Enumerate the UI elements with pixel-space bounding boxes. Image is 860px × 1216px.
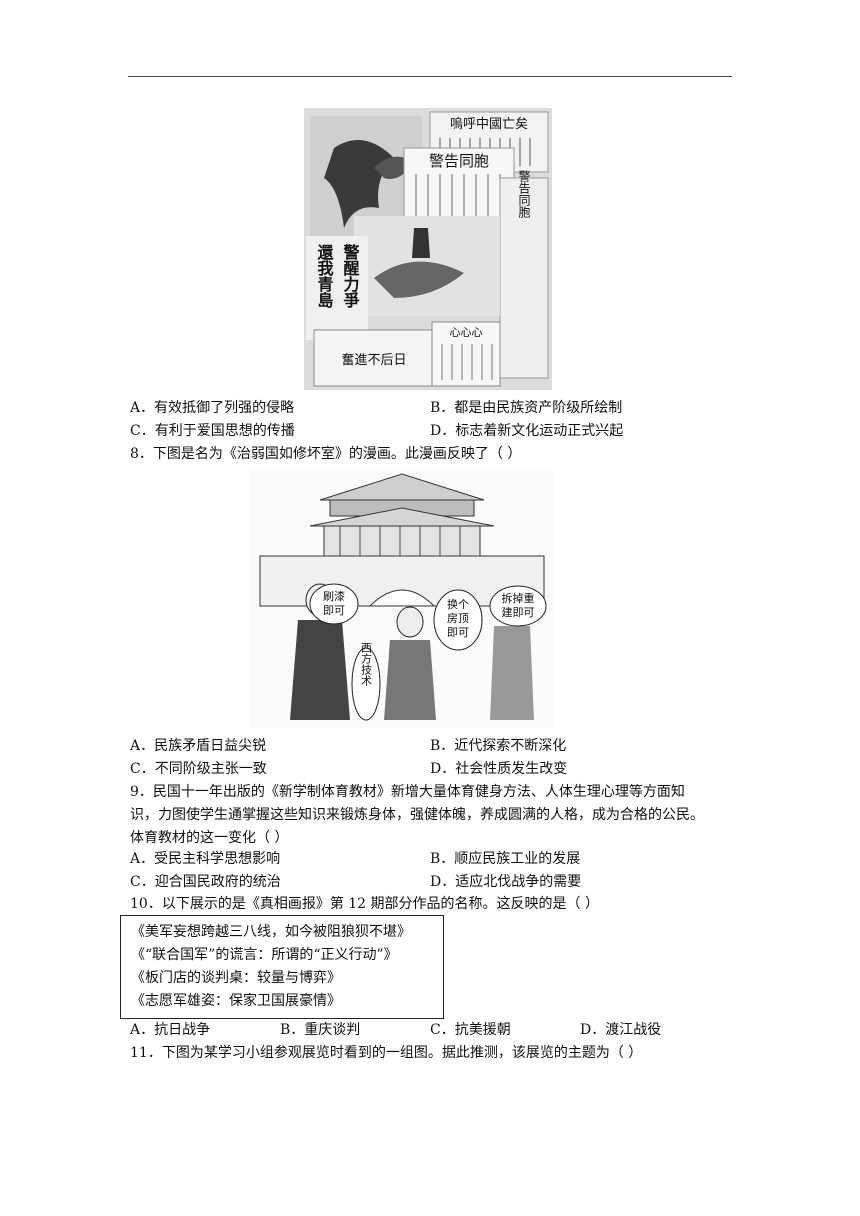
cartoon-repair-house: 刷漆 即可 换个 房顶 即可 拆掉重 建即可 西方技术 [250,470,554,728]
bubble-rebuild-1: 拆掉重 [502,591,535,605]
q10-option-b[interactable]: B．重庆谈判 [280,1022,361,1038]
q10-title-1: 《美军妄想跨越三八线，如今被阻狼狈不堪》 [131,924,411,940]
clipping-title-7: 心心心 [450,326,483,339]
bubble-new-roof-3: 即可 [447,626,469,639]
q8-option-a[interactable]: A．民族矛盾日益尖锐 [130,738,267,754]
q10-option-a[interactable]: A．抗日战争 [130,1022,211,1038]
q7-option-b[interactable]: B．都是由民族资产阶级所绘制 [430,400,623,416]
q9-stem-line-3: 体育教材的这一变化（ ） [130,830,289,846]
q9-stem-line-2: 识，力图使学生通掌握这些知识来锻炼身体，强健体魄，养成圆满的人格，成为合格的公民… [130,807,704,823]
q8-option-c[interactable]: C．不同阶级主张一致 [130,761,267,777]
bubble-rebuild-2: 建即可 [502,605,535,619]
header-rule [128,76,732,77]
q10-option-c[interactable]: C．抗美援朝 [430,1022,511,1038]
q10-title-2: 《“联合国军”的谎言：所谓的“正义行动”》 [131,947,398,963]
q10-titles-box: 《美军妄想跨越三八线，如今被阻狼狈不堪》 《“联合国军”的谎言：所谓的“正义行动… [120,915,444,1019]
q10-stem: 10．以下展示的是《真相画报》第 12 期部分作品的名称。这反映的是（ ） [130,896,599,912]
clipping-title-6: 奮進不后日 [341,353,406,368]
q8-stem: 8．下图是名为《治弱国如修坏室》的漫画。此漫画反映了（ ） [130,446,522,462]
q7-option-a[interactable]: A．有效抵御了列强的侵略 [130,400,295,416]
q10-title-3: 《板门店的谈判桌：较量与博弈》 [131,970,341,986]
bubble-brush-paint: 刷漆 [323,590,345,603]
bubble-brush-paint-2: 即可 [323,604,345,617]
clipping-title-2: 警告同胞 [429,152,489,170]
patriotic-posters-collage: 嗚呼中國亡矣 警告同胞 警告同胞 警醒力爭 還我青島 奮進不后日 [304,108,552,390]
clipping-title-5: 還我青島 [315,244,334,309]
clipping-title-3: 警告同胞 [517,169,531,219]
q10-option-d[interactable]: D．渡江战役 [580,1022,662,1038]
q9-option-b[interactable]: B．顺应民族工业的发展 [430,851,581,867]
clipping-title-1: 嗚呼中國亡矣 [450,116,528,132]
q9-option-a[interactable]: A．受民主科学思想影响 [130,851,281,867]
q11-stem: 11．下图为某学习小组参观展览时看到的一组图。据此推测，该展览的主题为（ ） [130,1045,643,1061]
q9-option-d[interactable]: D．适应北伐战争的需要 [430,874,582,890]
q7-option-c[interactable]: C．有利于爱国思想的传播 [130,423,295,439]
q8-option-b[interactable]: B．近代探索不断深化 [430,738,567,754]
bubble-western-tech: 西方技术 [360,642,373,687]
q9-stem-line-1: 9．民国十一年出版的《新学制体育教材》新增大量体育健身方法、人体生理心理等方面知 [130,784,685,800]
q9-option-c[interactable]: C．迎合国民政府的统治 [130,874,281,890]
q10-title-4: 《志愿军雄姿：保家卫国展豪情》 [131,993,341,1009]
q8-option-d[interactable]: D．社会性质发生改变 [430,761,568,777]
bubble-new-roof-2: 房顶 [447,612,469,625]
clipping-title-4: 警醒力爭 [341,243,361,309]
q7-option-d[interactable]: D．标志着新文化运动正式兴起 [430,423,624,439]
bubble-new-roof-1: 换个 [447,597,469,611]
